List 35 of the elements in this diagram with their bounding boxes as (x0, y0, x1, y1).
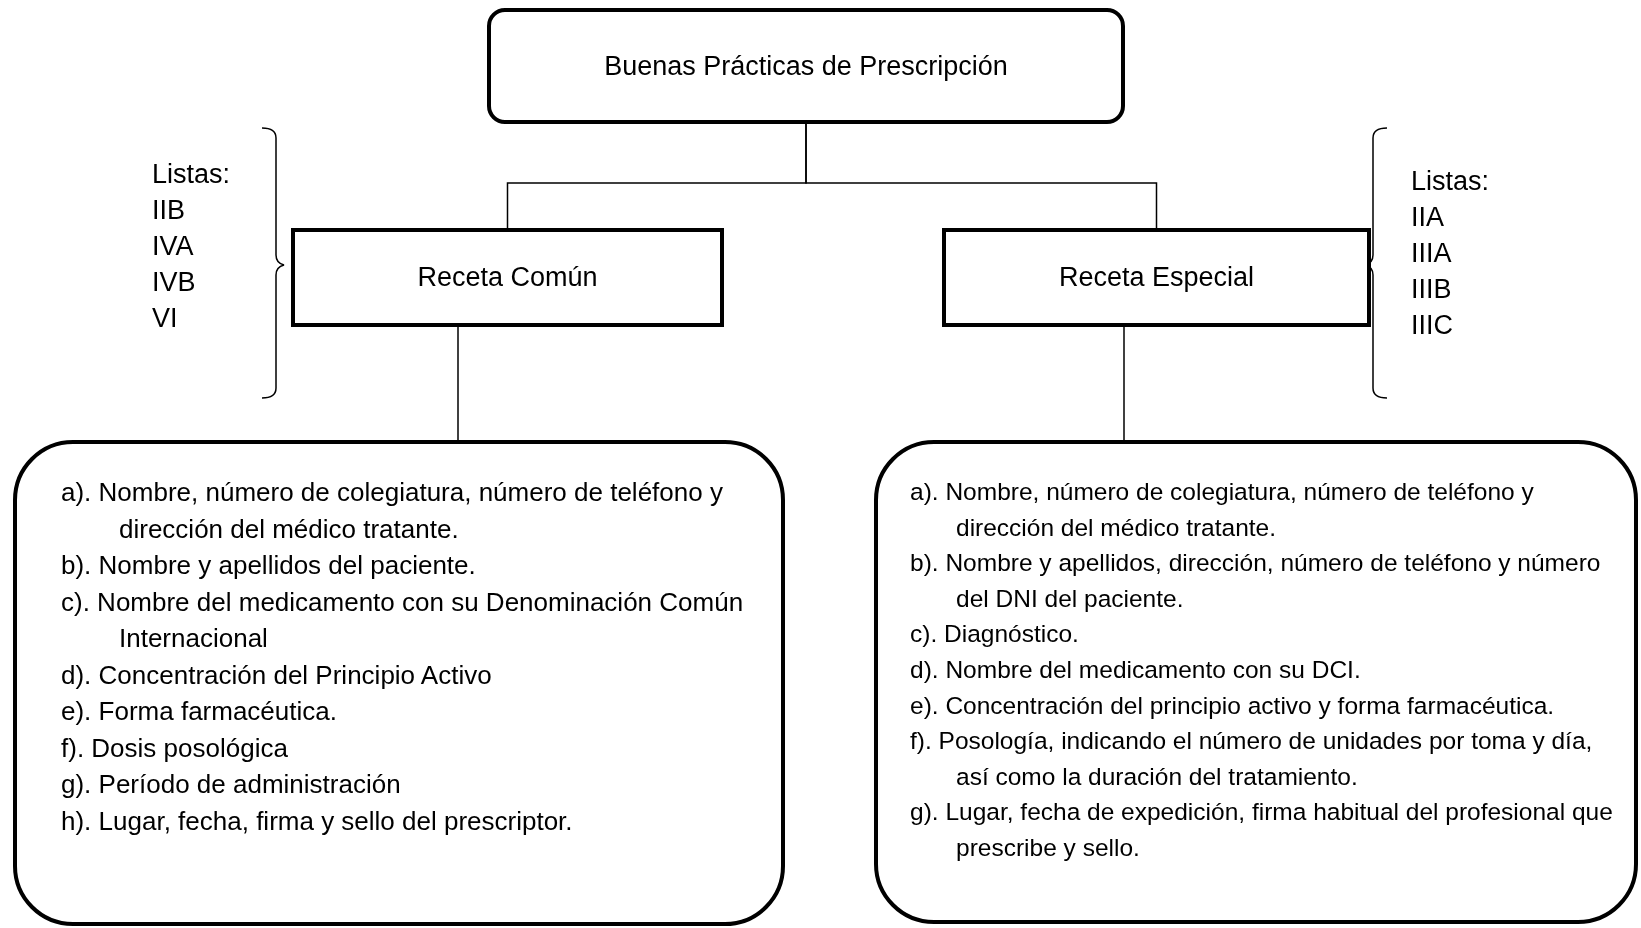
list-item: a). Nombre, número de colegiatura, número de teléfono y dirección del médico tratante. (910, 477, 1535, 543)
box-title: Receta Común (417, 262, 598, 293)
requirements-box (13, 440, 785, 926)
list-label: Listas: (152, 158, 231, 191)
list-item: e). Concentración del principio activo y forma farmacéutica. (910, 690, 1556, 721)
list-item: c). Diagnóstico. (910, 619, 1080, 650)
list-label: IIIA (1411, 237, 1453, 270)
connector-line (805, 123, 1158, 229)
process-box (942, 228, 1371, 327)
connector-line (457, 326, 459, 441)
process-box (291, 228, 724, 327)
box-title: Receta Especial (1058, 262, 1255, 293)
list-label: IVA (152, 230, 195, 263)
list-item: f). Dosis posológica (61, 731, 289, 765)
list-item: a). Nombre, número de colegiatura, número de teléfono y dirección del médico tratante. (61, 476, 724, 546)
list-item: h). Lugar, fecha, firma y sello del prescriptor. (61, 804, 574, 838)
list-item: g). Período de administración (61, 768, 402, 801)
list-label: IIIC (1411, 309, 1454, 342)
connector-line (1123, 326, 1125, 441)
list-label: VI (152, 302, 179, 335)
list-item: d). Nombre del medicamento con su DCI. (910, 654, 1362, 685)
list-label: IIB (152, 194, 186, 227)
list-label: IVB (152, 266, 197, 299)
list-label: Listas: (1411, 165, 1490, 198)
list-item: b). Nombre y apellidos, dirección, número de teléfono y número del DNI del paciente. (910, 548, 1602, 614)
list-item: f). Posología, indicando el número de unidades por toma y día, así como la duración del tratamiento. (910, 726, 1594, 792)
list-item: d). Concentración del Principio Activo (61, 658, 493, 692)
box-title: Buenas Prácticas de Prescripción (604, 50, 1008, 82)
list-label: IIA (1411, 201, 1445, 234)
list-label: IIIB (1411, 273, 1453, 306)
list-item: g). Lugar, fecha de expedición, firma habitual del profesional que prescribe y sello. (910, 797, 1614, 863)
list-item: e). Forma farmacéutica. (61, 695, 338, 728)
process-box (487, 8, 1125, 124)
requirements-box (874, 440, 1638, 924)
list-item: b). Nombre y apellidos del paciente. (61, 549, 477, 582)
